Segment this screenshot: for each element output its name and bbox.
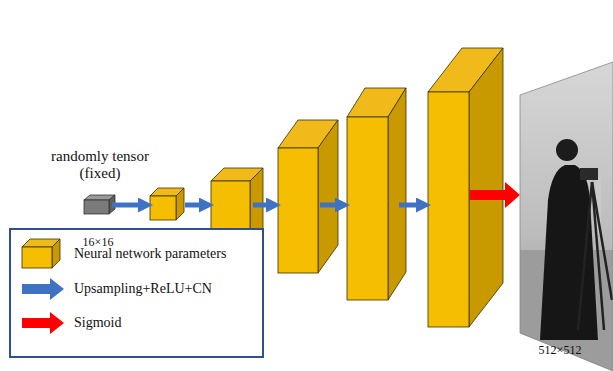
legend-frame bbox=[10, 229, 263, 357]
output-image bbox=[515, 55, 613, 371]
legend-red-arrow bbox=[22, 312, 64, 334]
legend-cube-sample bbox=[22, 239, 60, 268]
legend-text: Upsampling+ReLU+CN bbox=[74, 281, 212, 297]
legend-text: Sigmoid bbox=[74, 315, 121, 331]
legend-text: Neural network parameters bbox=[74, 246, 226, 262]
legend-blue-arrow bbox=[22, 278, 64, 300]
upsampling-arrows bbox=[112, 203, 419, 208]
output-size: 512×512 bbox=[539, 344, 582, 358]
input-caption: randomly tensor (fixed) bbox=[44, 148, 156, 183]
sigmoid-arrow bbox=[470, 182, 520, 208]
random-tensor bbox=[84, 195, 115, 214]
